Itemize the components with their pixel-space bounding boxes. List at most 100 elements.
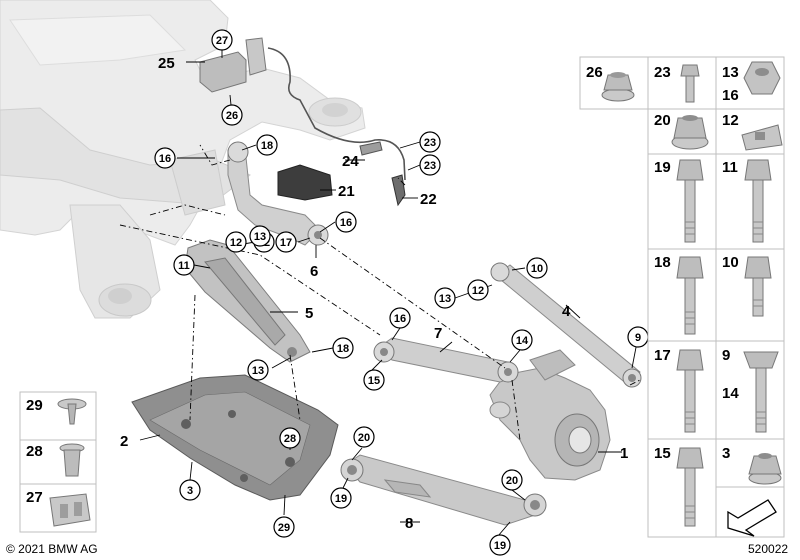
svg-text:29: 29: [278, 522, 290, 534]
callout-16: 16: [154, 147, 176, 169]
svg-text:13: 13: [254, 231, 266, 243]
sensor-bracket: [199, 37, 267, 93]
label-1: 1: [620, 445, 628, 462]
panel-label-12: 12: [722, 112, 739, 129]
panel-label-18: 18: [654, 254, 671, 271]
svg-text:28: 28: [284, 433, 296, 445]
callout-9: 9: [627, 326, 649, 348]
long-bolt-icon: [676, 159, 704, 243]
hex-nut-icon: [743, 61, 781, 95]
callout-29: 29: [273, 516, 295, 538]
callout-23: 23: [419, 131, 441, 153]
panel-label-3: 3: [722, 445, 730, 462]
callout-13: 13: [249, 225, 271, 247]
flange-nut-icon: [601, 72, 635, 102]
torx-bolt-icon: [676, 256, 704, 335]
panel-label-15: 15: [654, 445, 671, 462]
callout-20: 20: [501, 469, 523, 491]
panel-label-13: 13: [722, 64, 739, 81]
callout-16: 16: [335, 211, 357, 233]
callout-23: 23: [419, 154, 441, 176]
callout-3: 3: [179, 479, 201, 501]
wishbone: [340, 454, 547, 526]
panel-label-23: 23: [654, 64, 671, 81]
label-21: 21: [338, 183, 355, 200]
callout-12: 12: [467, 279, 489, 301]
label-7: 7: [434, 325, 442, 342]
panel-label-9: 9: [722, 347, 730, 364]
callout-14: 14: [511, 329, 533, 351]
svg-text:13: 13: [252, 365, 264, 377]
svg-text:27: 27: [216, 35, 228, 47]
parts-panel-right: 26 23 13 16 20 12 19 11 18 10 17 9 14 15…: [579, 56, 785, 538]
label-4: 4: [562, 303, 571, 320]
panel-label-16: 16: [722, 87, 739, 104]
callout-26: 26: [221, 104, 243, 126]
callout-27: 27: [211, 29, 233, 51]
svg-text:12: 12: [230, 237, 242, 249]
svg-text:9: 9: [635, 332, 641, 344]
callout-10: 10: [526, 257, 548, 279]
panel-label-26: 26: [586, 64, 603, 81]
callout-13: 13: [434, 287, 456, 309]
panel-label-17: 17: [654, 347, 671, 364]
callout-17: 17: [275, 231, 297, 253]
svg-text:16: 16: [159, 153, 171, 165]
panel-label-29: 29: [26, 397, 43, 414]
svg-text:18: 18: [337, 343, 349, 355]
callout-28: 28: [279, 427, 301, 449]
callout-19: 19: [489, 534, 511, 556]
svg-text:14: 14: [516, 335, 529, 347]
panel-label-28: 28: [26, 443, 43, 460]
svg-text:18: 18: [261, 140, 273, 152]
control-arm: [373, 337, 519, 383]
direction-arrow-icon: [727, 499, 777, 537]
svg-text:23: 23: [424, 137, 436, 149]
callout-18: 18: [256, 134, 278, 156]
callout-18: 18: [332, 337, 354, 359]
label-2: 2: [120, 433, 128, 450]
svg-text:15: 15: [368, 375, 380, 387]
rear-axle-carrier: [0, 0, 366, 319]
svg-text:10: 10: [531, 263, 543, 275]
callout-13: 13: [247, 359, 269, 381]
svg-text:26: 26: [226, 110, 238, 122]
callout-16: 16: [389, 307, 411, 329]
svg-text:16: 16: [340, 217, 352, 229]
small-bolt-icon: [680, 64, 700, 103]
svg-text:23: 23: [424, 160, 436, 172]
svg-text:11: 11: [178, 260, 190, 272]
panel-label-10: 10: [722, 254, 739, 271]
label-6: 6: [310, 263, 318, 280]
label-24: 24: [342, 153, 359, 170]
svg-text:13: 13: [439, 293, 451, 305]
diagram-number: 520022: [748, 542, 789, 556]
svg-text:19: 19: [335, 493, 347, 505]
wheel-carrier: [489, 349, 611, 481]
underbody-protection-panel: [131, 374, 339, 501]
svg-text:3: 3: [187, 485, 193, 497]
long-bolt-icon: [676, 349, 704, 433]
cable-clip-icon: [49, 493, 91, 527]
eccentric-bolt-icon: [743, 351, 779, 433]
ride-height-sensor: [277, 141, 406, 207]
collar-nut-icon: [671, 115, 709, 150]
panel-label-27: 27: [26, 489, 43, 506]
push-clip-icon: [57, 398, 87, 425]
panel-label-19: 19: [654, 159, 671, 176]
camber-strut: [490, 262, 642, 388]
svg-text:19: 19: [494, 540, 506, 552]
washer-plate-icon: [741, 124, 783, 151]
callout-20: 20: [353, 426, 375, 448]
panel-label-20: 20: [654, 112, 671, 129]
label-5: 5: [305, 305, 313, 322]
sensor-cable: [267, 47, 406, 181]
bracket-link: [184, 239, 311, 363]
callout-19: 19: [330, 487, 352, 509]
parts-panel-left: 29 28 27: [19, 391, 97, 533]
svg-text:12: 12: [472, 285, 484, 297]
callout-11: 11: [173, 254, 195, 276]
medium-bolt-icon: [744, 256, 772, 317]
copyright-notice: © 2021 BMW AG: [6, 542, 98, 556]
